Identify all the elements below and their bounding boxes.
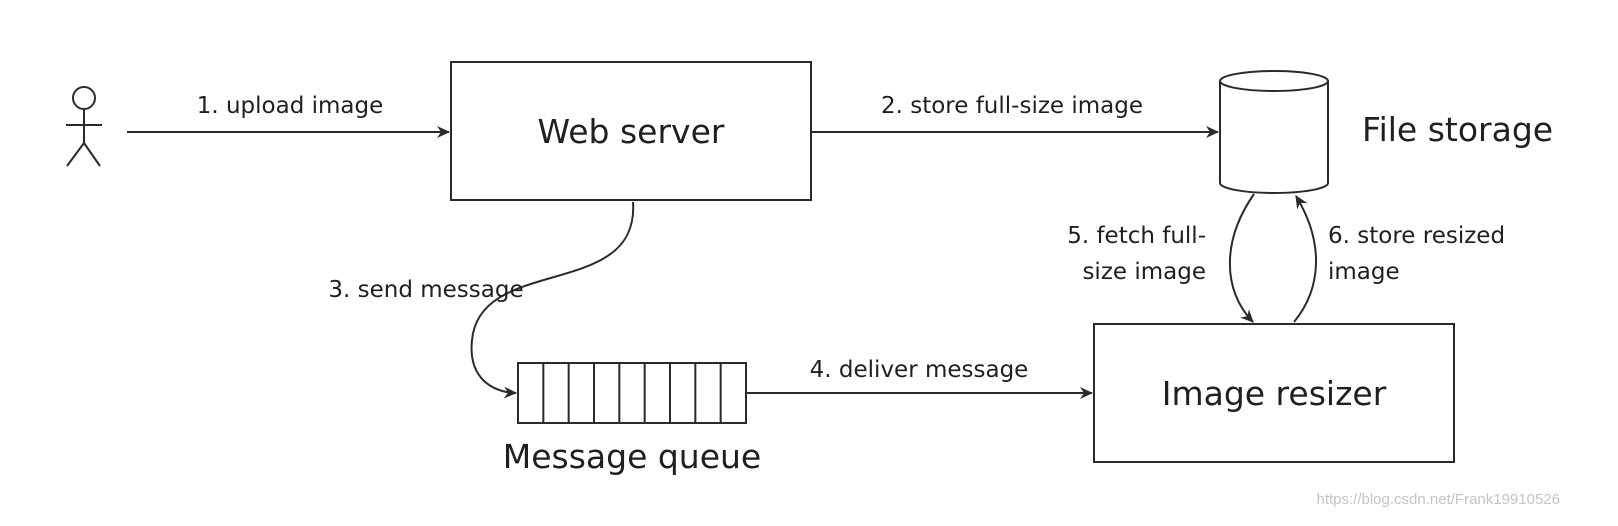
- edge-label-deliver-message: 4. deliver message: [810, 357, 1029, 383]
- edge-label-store-resized-line2: image: [1328, 259, 1400, 285]
- edge-store-full-size: 2. store full-size image: [812, 93, 1219, 138]
- web-server-label: Web server: [538, 112, 725, 151]
- edge-upload-image: 1. upload image: [127, 93, 450, 138]
- user-icon: [66, 86, 102, 167]
- message-queue-label: Message queue: [503, 437, 762, 476]
- web-server-box: [450, 61, 812, 201]
- arrow-fetch-full-size: [1228, 193, 1255, 323]
- image-resizer-box: [1093, 323, 1455, 463]
- arrow-store-resized: [1293, 195, 1317, 323]
- file-storage-label: File storage: [1362, 110, 1553, 149]
- edge-deliver-message: 4. deliver message: [747, 357, 1093, 399]
- watermark-text: https://blog.csdn.net/Frank19910526: [1316, 491, 1560, 508]
- web-server-node: Web server: [450, 61, 812, 201]
- edge-label-fetch-full-size-line1: 5. fetch full-: [1067, 223, 1206, 249]
- edge-label-upload-image: 1. upload image: [197, 93, 384, 119]
- edge-label-send-message: 3. send message: [328, 277, 523, 303]
- edge-send-message: 3. send message: [328, 201, 635, 399]
- arrow-send-message: [470, 201, 635, 399]
- edge-label-store-full-size: 2. store full-size image: [881, 93, 1143, 119]
- edge-store-resized: 6. store resized image: [1293, 195, 1505, 323]
- edge-label-fetch-full-size-line2: size image: [1082, 259, 1206, 285]
- edge-label-store-resized-line1: 6. store resized: [1328, 223, 1505, 249]
- queue-icon: [517, 362, 747, 424]
- image-resizer-node: Image resizer: [1093, 323, 1455, 463]
- image-resizer-label: Image resizer: [1162, 374, 1387, 413]
- edge-fetch-full-size: 5. fetch full- size image: [1067, 193, 1255, 323]
- database-cylinder-icon: [1219, 70, 1329, 194]
